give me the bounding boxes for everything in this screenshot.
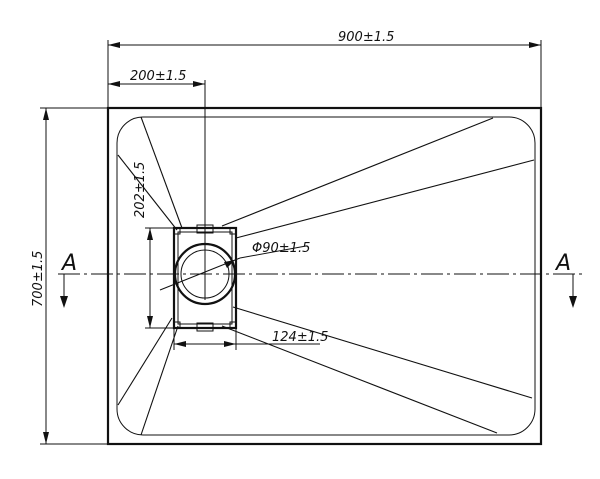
height-dimension (40, 107, 108, 445)
frame-width-dimension (173, 328, 320, 350)
height-dimension-text: 700±1.5 (31, 251, 46, 307)
frame-width-text: 124±1.5 (272, 330, 328, 345)
drain-offset-dimension (108, 81, 205, 87)
drain-offset-text: 200±1.5 (130, 69, 186, 84)
tray-outline (106, 106, 543, 446)
diameter-leader (159, 245, 307, 291)
section-marker-right (569, 274, 577, 308)
frame-height-text: 202±1.5 (133, 162, 148, 218)
section-label-right: A (554, 251, 571, 276)
section-marker-left (60, 274, 68, 308)
drainage-facets (117, 116, 535, 436)
frame-height-dimension (145, 227, 174, 329)
diameter-text: Φ90±1.5 (252, 241, 310, 256)
basin-outline (116, 116, 536, 436)
section-label-left: A (60, 251, 77, 276)
width-dimension (107, 40, 542, 108)
width-dimension-text: 900±1.5 (338, 30, 394, 45)
